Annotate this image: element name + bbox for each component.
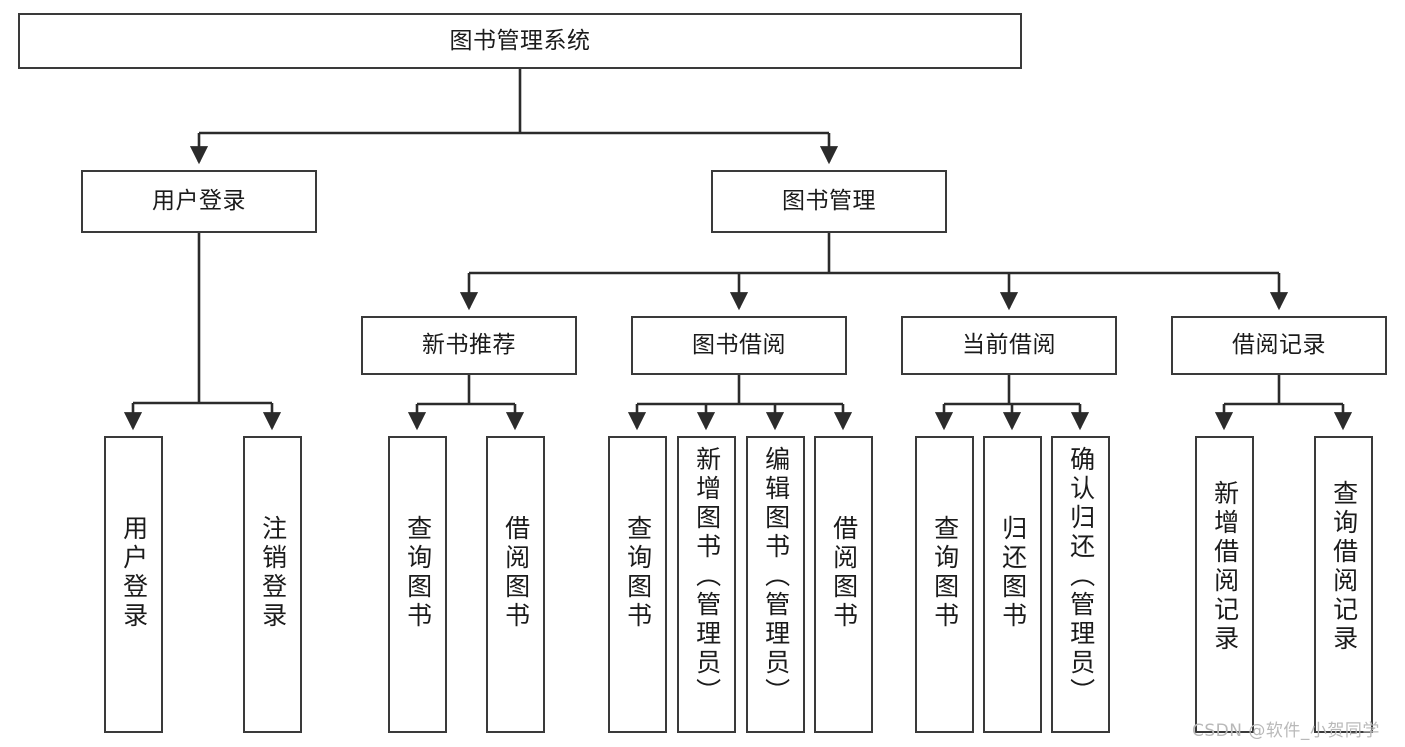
- node-current-borrow-label: 当前借阅: [962, 332, 1056, 359]
- node-borrow-record-label: 借阅记录: [1232, 332, 1326, 359]
- leaf-borrow-book-borrow[interactable]: 借阅图书: [814, 436, 873, 733]
- node-current-borrow[interactable]: 当前借阅: [901, 316, 1117, 375]
- node-book-management-label: 图书管理: [782, 188, 876, 215]
- leaf-user-login-label: 用户登录: [119, 515, 149, 631]
- leaf-query-borrow-record-label: 查询借阅记录: [1329, 480, 1359, 654]
- leaf-edit-book-admin[interactable]: 编辑图书（管理员）: [746, 436, 805, 733]
- node-user-login-label: 用户登录: [152, 188, 246, 215]
- node-root-label: 图书管理系统: [449, 27, 591, 54]
- leaf-return-book[interactable]: 归还图书: [983, 436, 1042, 733]
- leaf-borrow-book-newbook-label: 借阅图书: [501, 515, 531, 631]
- leaf-borrow-book-borrow-label: 借阅图书: [829, 515, 859, 631]
- leaf-query-book-current-label: 查询图书: [930, 515, 960, 631]
- leaf-query-book-current[interactable]: 查询图书: [915, 436, 974, 733]
- leaf-query-book-newbook[interactable]: 查询图书: [388, 436, 447, 733]
- leaf-return-book-label: 归还图书: [998, 515, 1028, 631]
- node-borrow-record[interactable]: 借阅记录: [1171, 316, 1387, 375]
- csdn-watermark: CSDN @软件_小贺同学: [1192, 721, 1380, 741]
- leaf-add-borrow-record-label: 新增借阅记录: [1210, 480, 1240, 654]
- node-user-login[interactable]: 用户登录: [81, 170, 317, 233]
- leaf-query-book-newbook-label: 查询图书: [403, 515, 433, 631]
- leaf-add-book-admin[interactable]: 新增图书（管理员）: [677, 436, 736, 733]
- leaf-logout-label: 注销登录: [258, 515, 288, 631]
- node-book-borrow-label: 图书借阅: [692, 332, 786, 359]
- leaf-query-borrow-record[interactable]: 查询借阅记录: [1314, 436, 1373, 733]
- leaf-edit-book-admin-label: 编辑图书（管理员）: [761, 446, 791, 707]
- leaf-confirm-return-admin[interactable]: 确认归还（管理员）: [1051, 436, 1110, 733]
- leaf-query-book-borrow-label: 查询图书: [623, 515, 653, 631]
- node-new-book-recommend-label: 新书推荐: [422, 332, 516, 359]
- node-root[interactable]: 图书管理系统: [18, 13, 1022, 69]
- node-new-book-recommend[interactable]: 新书推荐: [361, 316, 577, 375]
- node-book-borrow[interactable]: 图书借阅: [631, 316, 847, 375]
- leaf-logout[interactable]: 注销登录: [243, 436, 302, 733]
- leaf-user-login[interactable]: 用户登录: [104, 436, 163, 733]
- leaf-add-book-admin-label: 新增图书（管理员）: [692, 446, 722, 707]
- leaf-confirm-return-admin-label: 确认归还（管理员）: [1066, 446, 1096, 707]
- node-book-management[interactable]: 图书管理: [711, 170, 947, 233]
- leaf-query-book-borrow[interactable]: 查询图书: [608, 436, 667, 733]
- leaf-borrow-book-newbook[interactable]: 借阅图书: [486, 436, 545, 733]
- leaf-add-borrow-record[interactable]: 新增借阅记录: [1195, 436, 1254, 733]
